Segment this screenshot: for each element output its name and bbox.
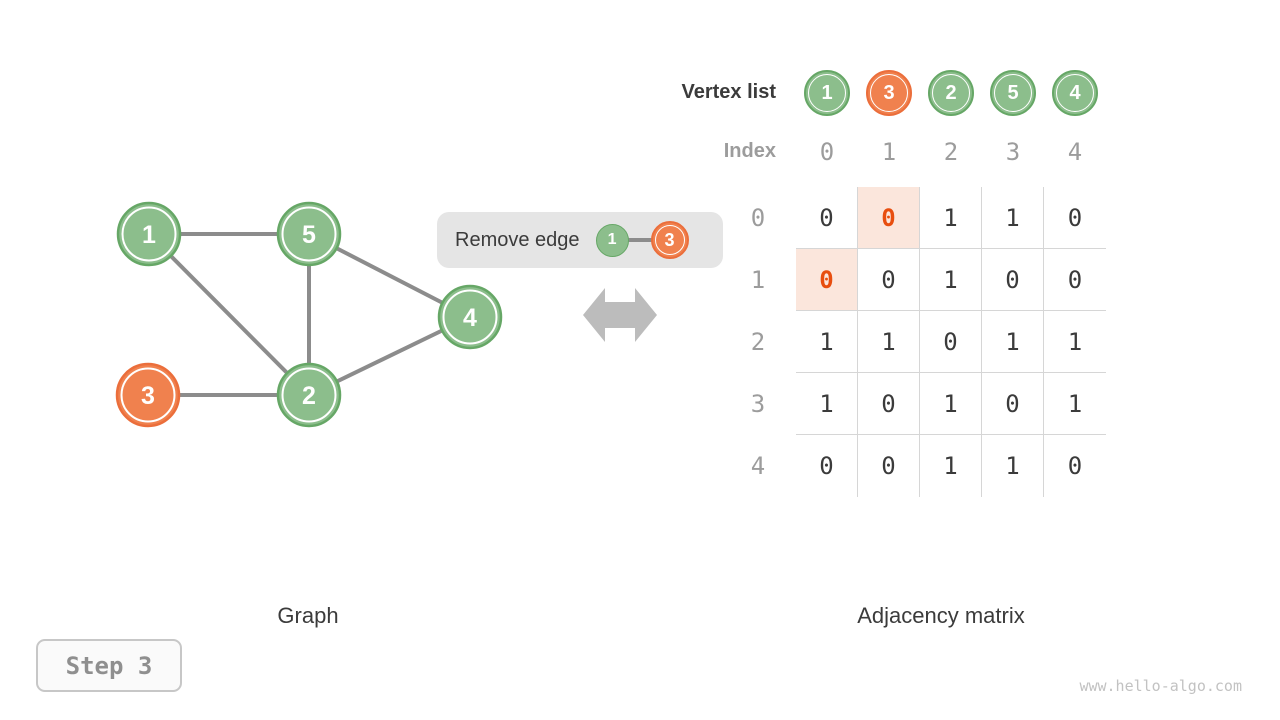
matrix-row-labels: 0 1 2 3 4 <box>728 187 788 497</box>
matrix-cell: 1 <box>920 373 982 435</box>
graph-vertex: 3 <box>115 362 181 428</box>
watermark: www.hello-algo.com <box>1079 677 1242 695</box>
vertex-list-node: 5 <box>990 70 1036 116</box>
matrix-cell: 0 <box>1067 452 1083 480</box>
graph-vertex: 1 <box>116 201 182 267</box>
matrix-cell: 1 <box>920 435 982 497</box>
index-value: 3 <box>1005 138 1021 166</box>
vertex-list-node: 1 <box>804 70 850 116</box>
matrix-cell: 1 <box>796 311 858 373</box>
graph-edge <box>147 232 311 397</box>
graph-vertex-label: 2 <box>302 382 316 410</box>
matrix-cell: 1 <box>982 435 1044 497</box>
vertex-list-node: 4 <box>1052 70 1098 116</box>
graph-vertex: 5 <box>276 201 342 267</box>
matrix-cell: 1 <box>920 187 982 249</box>
matrix-cell: 0 <box>858 435 920 497</box>
matrix-cell: 1 <box>796 373 858 435</box>
matrix-cell: 0 <box>858 187 920 249</box>
matrix-cell: 0 <box>796 435 858 497</box>
matrix-cell: 0 <box>796 249 858 311</box>
graph-vertex-label: 4 <box>463 304 477 332</box>
matrix-row-label: 4 <box>750 452 766 480</box>
matrix-cell: 0 <box>1044 249 1106 311</box>
edge-connector-line <box>625 238 654 242</box>
matrix-row-label: 0 <box>750 204 766 232</box>
graph-vertex-label: 5 <box>302 221 316 249</box>
index-value: 1 <box>881 138 897 166</box>
graph-vertex: 4 <box>437 284 503 350</box>
matrix-row-label: 2 <box>750 328 766 356</box>
matrix-cell: 1 <box>858 311 920 373</box>
operation-node-to: 3 <box>650 221 689 259</box>
matrix-cell: 0 <box>982 249 1044 311</box>
matrix-cell: 1 <box>1044 373 1106 435</box>
caption-graph: Graph <box>277 603 339 628</box>
matrix-row-label: 3 <box>750 390 766 418</box>
matrix-cell: 0 <box>858 249 920 311</box>
index-values: 0 1 2 3 4 <box>796 131 1106 173</box>
index-value: 4 <box>1067 138 1083 166</box>
index-label: Index <box>723 140 776 162</box>
operation-node-from: 1 <box>595 223 629 257</box>
matrix-cell: 1 <box>982 187 1044 249</box>
matrix-cell: 1 <box>920 249 982 311</box>
step-badge: Step 3 <box>36 639 182 692</box>
matrix-cell: 0 <box>858 373 920 435</box>
caption-adjacency-matrix: Adjacency matrix <box>857 603 1025 628</box>
graph-vertex: 2 <box>276 362 342 428</box>
index-value: 2 <box>943 138 959 166</box>
operation-label: Remove edge <box>455 228 580 251</box>
vertex-list-node: 3 <box>866 70 912 116</box>
matrix-cell: 0 <box>796 187 858 249</box>
matrix-cell: 1 <box>982 311 1044 373</box>
matrix-cell: 0 <box>982 373 1044 435</box>
matrix-row-label: 1 <box>750 266 766 294</box>
double-arrow-icon <box>583 288 657 342</box>
matrix-cell: 0 <box>920 311 982 373</box>
graph-svg: 1 5 4 3 2 <box>115 201 503 428</box>
graph-vertex-label: 3 <box>141 382 155 410</box>
vertex-list-node: 2 <box>928 70 974 116</box>
index-value: 0 <box>819 138 835 166</box>
matrix-cell: 1 <box>1044 311 1106 373</box>
operation-chip: Remove edge 1 3 <box>437 212 723 268</box>
matrix-cell: 0 <box>1044 187 1106 249</box>
graph-vertex-label: 1 <box>142 221 156 249</box>
vertex-list-label: Vertex list <box>681 81 776 103</box>
